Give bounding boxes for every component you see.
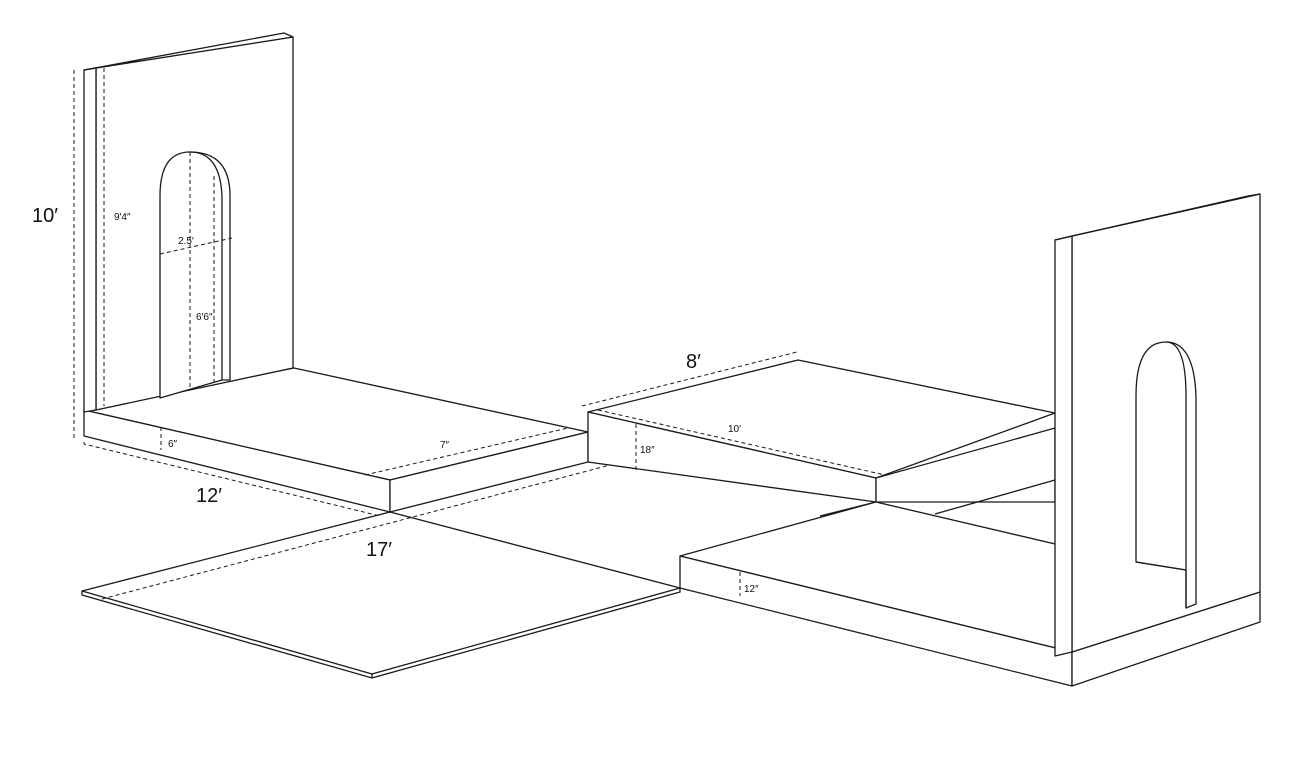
front-floor-sheet	[81, 464, 681, 679]
platform-depth-label: 12′	[196, 485, 222, 507]
arch-width-label: 2.5′	[178, 236, 194, 247]
platform-thickness-label: 6″	[168, 439, 178, 450]
inner-height-label: 9′4″	[114, 212, 131, 223]
top-height-label: 18″	[640, 445, 655, 456]
dimension-labels: 10′ 9′4″ 2.5′ 6′6″ 6″ 7″ 12′ 17′ 8′ 10′ …	[32, 205, 759, 595]
wall-height-label: 10′	[32, 205, 58, 227]
top-length-label: 10′	[728, 424, 741, 435]
top-depth-label: 8′	[686, 351, 701, 373]
arch-height-label: 6′6″	[196, 312, 213, 323]
left-platform	[83, 367, 589, 517]
step-offset-label: 7″	[440, 440, 450, 451]
right-height-label: 12″	[744, 584, 759, 595]
right-wall	[1054, 193, 1261, 657]
center-block	[581, 351, 1056, 517]
left-wall	[73, 32, 294, 440]
floor-length-label: 17′	[366, 539, 392, 561]
